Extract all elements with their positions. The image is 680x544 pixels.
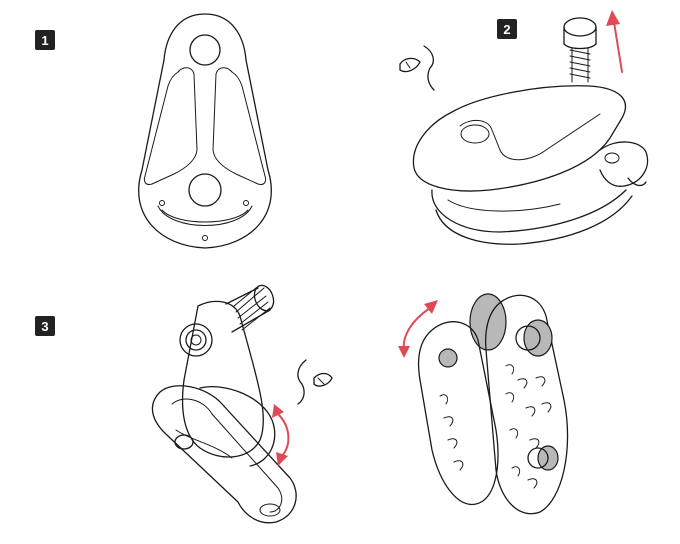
eye-view-icon — [297, 359, 333, 405]
side-plate-drawing — [138, 13, 272, 249]
step-label-1: 1 — [41, 32, 49, 48]
curved-rotate-arrow-icon — [398, 300, 438, 358]
eye-view-icon — [399, 45, 435, 91]
step-label-2: 2 — [503, 21, 511, 37]
step-badge-1: 1 — [35, 30, 55, 50]
pulley-opened-view-drawing — [417, 293, 569, 515]
up-arrow-icon — [606, 10, 623, 73]
step-badge-2: 2 — [497, 19, 517, 39]
curved-rotate-arrow-icon — [272, 404, 290, 466]
pulley-bolt-removal-drawing — [412, 17, 649, 245]
pulley-open-rotate-drawing — [151, 284, 297, 524]
step-badge-3: 3 — [35, 316, 55, 336]
step-label-3: 3 — [41, 318, 49, 334]
